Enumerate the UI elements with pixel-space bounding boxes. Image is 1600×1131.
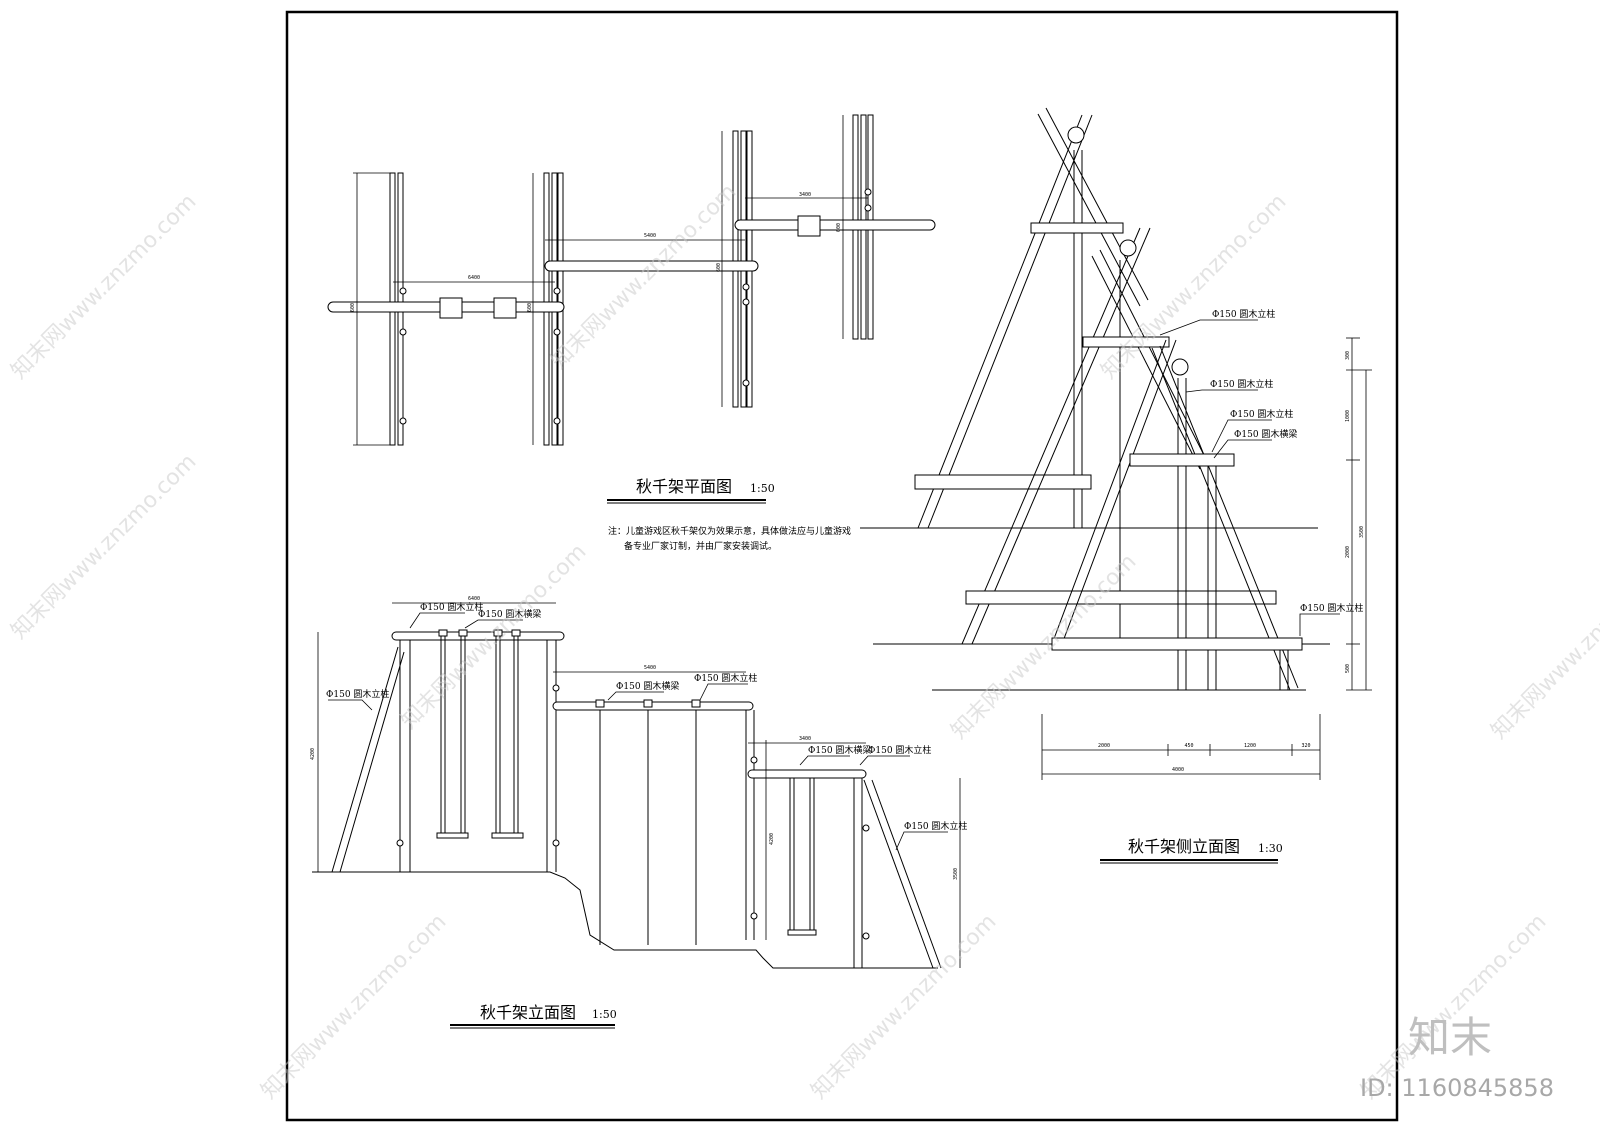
plan-dim-2: 5400	[644, 233, 656, 239]
side-vdim-2: 1000	[1345, 410, 1351, 422]
elev-label-beam-b: Φ150 圆木横梁	[616, 680, 679, 692]
elev-dim-small: 3400	[799, 736, 811, 742]
plan-dim-3: 3400	[799, 192, 811, 198]
elev-label-post-left: Φ150 圆木立柱	[326, 688, 389, 700]
note-line-2: 备专业厂家订制，并由厂家安装调试。	[624, 540, 777, 552]
elev-title: 秋千架立面图	[480, 1003, 576, 1022]
plan-dim-7: 600	[836, 223, 842, 232]
side-elevation: Φ150 圆木立柱 Φ150 圆木立柱 Φ150 圆木立柱 Φ150 圆木横梁 …	[860, 107, 1372, 864]
watermark-text-1: 知末网www.znzmo.com	[7, 189, 202, 384]
side-hdim-1: 2000	[1098, 743, 1110, 749]
plan-dim-1: 6400	[468, 275, 480, 281]
plan-title: 秋千架平面图	[636, 477, 732, 496]
watermark-layer: 知末网www.znzmo.com 知末网www.znzmo.com 知末网www…	[7, 179, 1600, 1104]
elev-dim-h2: 4200	[769, 833, 775, 845]
elev-dim-top: 6400	[468, 596, 480, 602]
plan-view: 6400 5400 3400 600 600 600 600 秋千架平面图 1:…	[327, 114, 936, 504]
elev-label-post-b: Φ150 圆木立柱	[694, 672, 757, 684]
watermark-text-7: 知末网www.znzmo.com	[1487, 549, 1600, 744]
watermark-text-4: 知末网www.znzmo.com	[7, 449, 202, 644]
drawing-frame	[285, 10, 1399, 1122]
plan-scale: 1:50	[750, 482, 775, 495]
side-label-2: Φ150 圆木立柱	[1210, 378, 1273, 390]
side-hdim-2: 450	[1184, 743, 1193, 749]
side-vdim-3: 2000	[1345, 546, 1351, 558]
side-title: 秋千架侧立面图	[1128, 837, 1240, 856]
side-scale: 1:30	[1258, 842, 1283, 855]
side-label-4: Φ150 圆木横梁	[1234, 428, 1297, 440]
side-vdim-1: 300	[1345, 351, 1351, 360]
plan-dim-6: 600	[716, 263, 722, 272]
elev-label-post-right: Φ150 圆木立柱	[904, 820, 967, 832]
side-label-3: Φ150 圆木立柱	[1230, 408, 1293, 420]
side-hdim-total: 4000	[1172, 767, 1184, 773]
note-line-1: 注：儿童游戏区秋千架仅为效果示意，具体做法应与儿童游戏	[608, 525, 851, 537]
side-hdim-3: 1200	[1244, 743, 1256, 749]
elev-label-beam-a: Φ150 圆木横梁	[478, 608, 541, 620]
watermark-text-9: 知末网www.znzmo.com	[807, 909, 1002, 1104]
watermark-text-2: 知末网www.znzmo.com	[547, 179, 742, 374]
brand-logo: 知末	[1408, 1013, 1492, 1062]
side-vdim-4: 500	[1345, 664, 1351, 673]
elev-dim-mid: 5400	[644, 665, 656, 671]
plan-dim-4: 600	[350, 303, 356, 312]
elev-label-beam-c: Φ150 圆木横梁	[808, 744, 871, 756]
brand-id: ID: 1160845858	[1360, 1074, 1554, 1102]
elev-label-post-c: Φ150 圆木立柱	[868, 744, 931, 756]
elev-label-post-a: Φ150 圆木立柱	[420, 601, 483, 613]
side-label-1: Φ150 圆木立柱	[1212, 308, 1275, 320]
elev-scale: 1:50	[592, 1008, 617, 1021]
side-vdim-5: 3500	[1359, 526, 1365, 538]
elev-dim-h1: 4200	[310, 748, 316, 760]
side-label-5: Φ150 圆木立柱	[1300, 602, 1363, 614]
side-hdim-4: 320	[1301, 743, 1310, 749]
watermark-text-3: 知末网www.znzmo.com	[1097, 189, 1292, 384]
elev-dim-h3: 3500	[953, 868, 959, 880]
front-elevation: 6400 5400 3400 4200 4200 3500 Φ150 圆木立柱 …	[310, 596, 967, 1029]
plan-dim-5: 600	[527, 303, 533, 312]
